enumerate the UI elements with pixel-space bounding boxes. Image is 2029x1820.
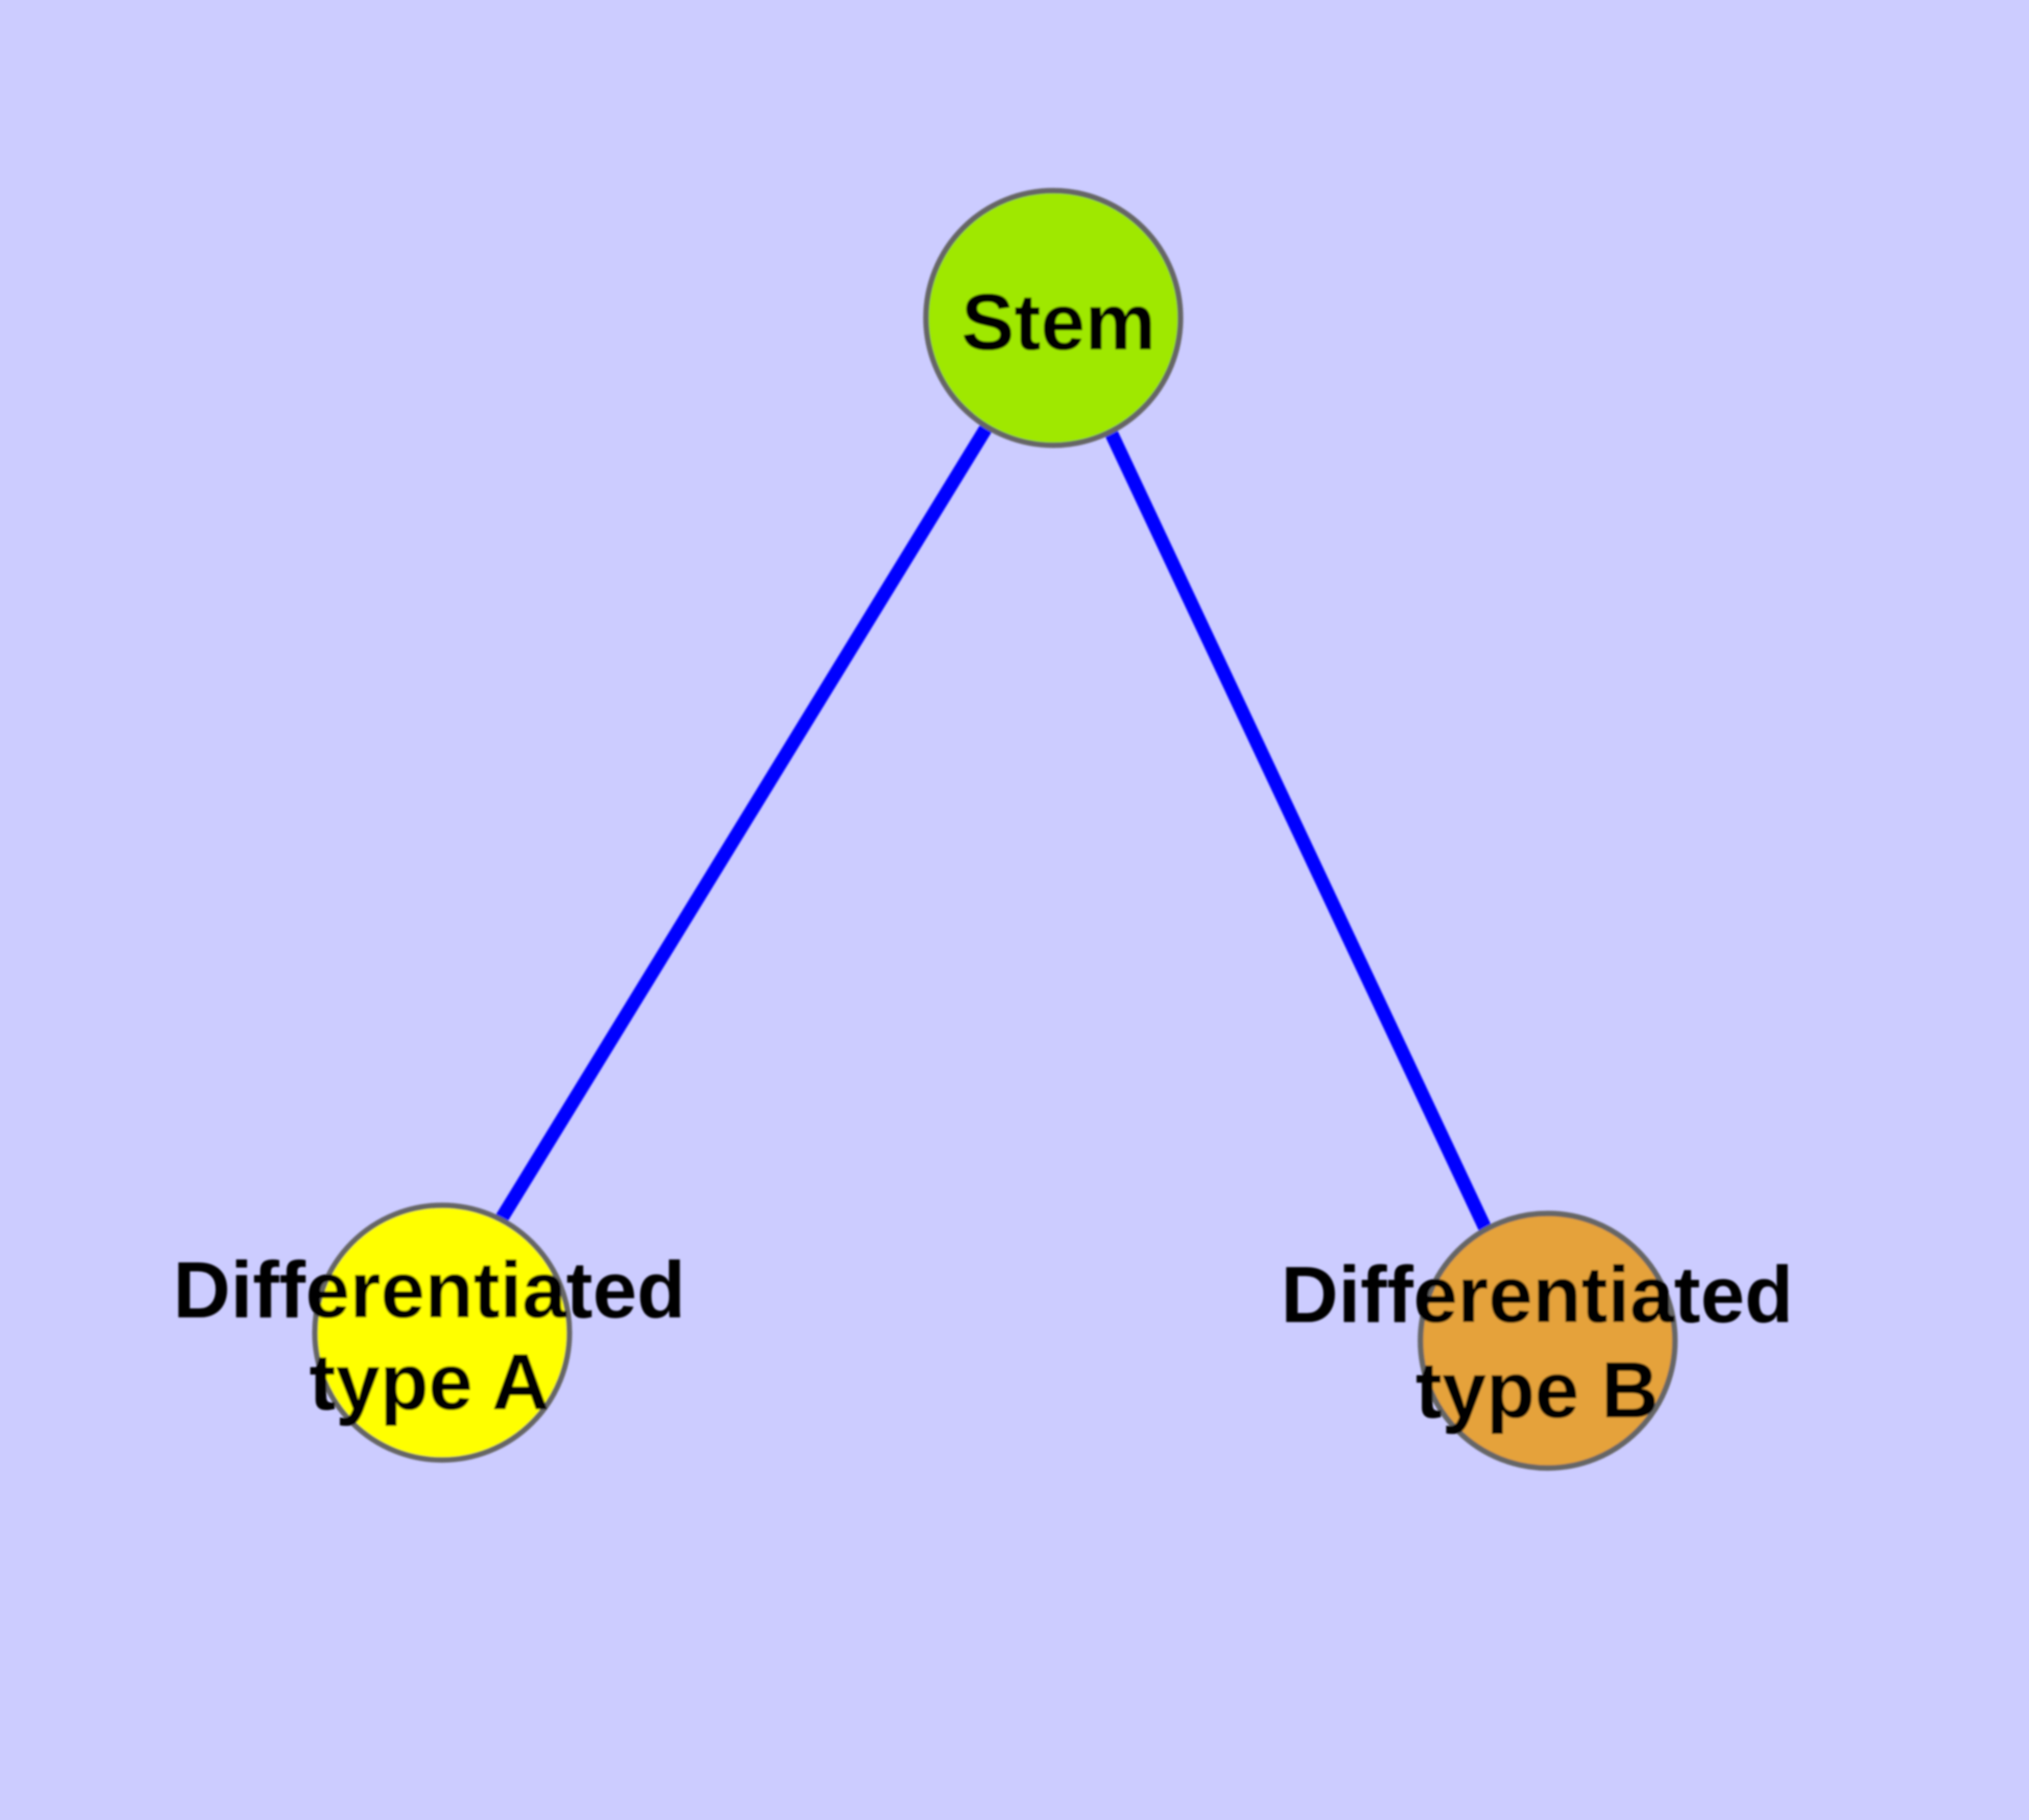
svg-text:Differentiated: Differentiated (173, 1245, 685, 1335)
svg-text:type A: type A (309, 1337, 549, 1427)
svg-text:type B: type B (1415, 1345, 1658, 1434)
svg-text:Differentiated: Differentiated (1281, 1250, 1793, 1339)
svg-text:Stem: Stem (962, 278, 1156, 367)
